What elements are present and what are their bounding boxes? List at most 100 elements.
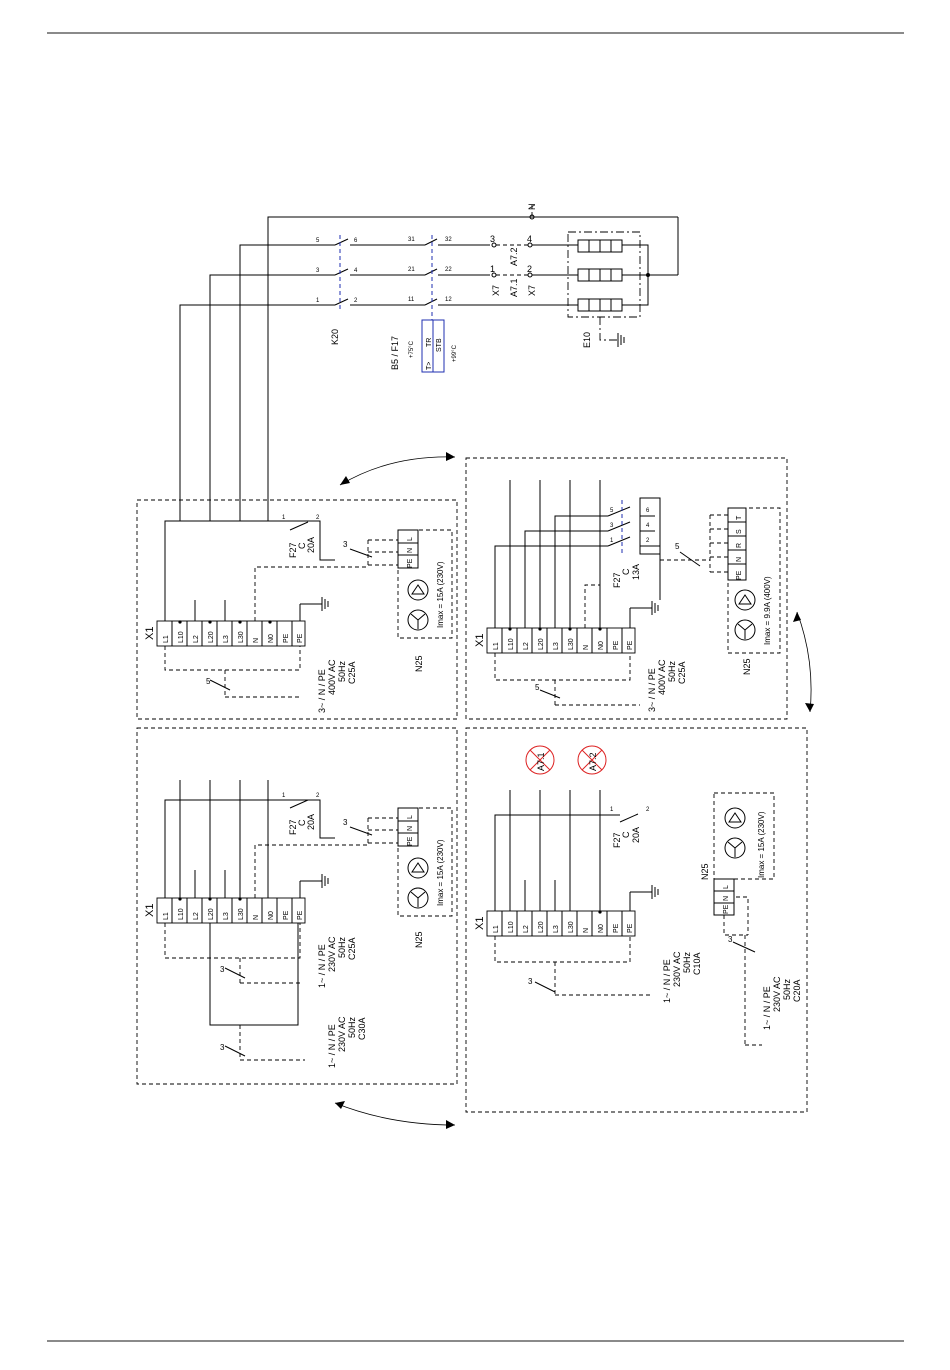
f27-tl-type: C <box>297 542 307 549</box>
supply-bl2-line3: 50Hz <box>347 1016 357 1038</box>
f27-tr-label: F27 <box>612 572 622 588</box>
n25-tl-pe: PE <box>407 558 414 568</box>
n25-br-pe: PE <box>723 904 730 914</box>
term-bl-l1: L1 <box>163 912 170 920</box>
term-bl-l2: L2 <box>193 912 200 920</box>
term-br-n0: N0 <box>598 924 605 933</box>
x1-terminal-block-tl: L1 L10 L2 L20 L3 L30 N N0 PE PE X1 <box>144 620 306 647</box>
term-tr-n0: N0 <box>598 641 605 650</box>
k20-label: K20 <box>330 329 340 345</box>
n25-tr-n: N <box>736 557 743 562</box>
b5-f17-label: B5 / F17 <box>390 336 400 370</box>
term-bl-l20: L20 <box>208 908 215 920</box>
supply-bl1-line4: C25A <box>347 937 357 960</box>
n25-bl-pe: PE <box>407 836 414 846</box>
supply-br1-line1: 1~ / N / PE <box>662 959 672 1003</box>
supply-br2-line3: 50Hz <box>782 978 792 1000</box>
bottom-rule <box>47 1340 904 1342</box>
wire-bl-3b: 3 <box>220 965 225 974</box>
supply-tr-line1: 3~ / N / PE <box>647 668 657 712</box>
x1-label-tr: X1 <box>474 634 486 647</box>
f27-tl-pin-2: 2 <box>316 515 320 521</box>
supply-tl-line1: 3~ / N / PE <box>317 669 327 713</box>
n25-bl-n: N <box>407 826 414 831</box>
x7-pin-4: 4 <box>527 234 532 244</box>
term-tl-l30: L30 <box>238 631 245 643</box>
supply-br1-line4: C10A <box>692 952 702 975</box>
f27-tr-pin-1: 1 <box>610 538 614 544</box>
k20-pin-4: 4 <box>354 268 358 274</box>
term-tl-l20: L20 <box>208 631 215 643</box>
term-bl-l30: L30 <box>238 908 245 920</box>
term-br-pe1: PE <box>613 923 620 933</box>
term-br-l3: L3 <box>553 925 560 933</box>
panel-top-left: L1 L10 L2 L20 L3 L30 N N0 PE PE X1 5 F27… <box>136 499 458 720</box>
n25-tl-n: N <box>407 548 414 553</box>
panel-tr-frame <box>465 457 788 720</box>
term-tl-l1: L1 <box>163 635 170 643</box>
term-br-l20: L20 <box>538 921 545 933</box>
supply-bl2-line4: C30A <box>357 1017 367 1040</box>
term-tr-l30: L30 <box>568 638 575 650</box>
tsym-label: T> <box>426 362 433 370</box>
n25-tr-label: N25 <box>742 658 752 675</box>
temp-99-label: +99°C <box>452 344 458 362</box>
f27-tr-type: C <box>621 568 631 575</box>
k20-pin-5: 5 <box>316 238 320 244</box>
k20-pin-3: 3 <box>316 268 320 274</box>
supply-bl1-line3: 50Hz <box>337 936 347 958</box>
supply-bl1-line2: 230V AC <box>327 936 337 972</box>
n25-bl-label: N25 <box>414 931 424 948</box>
f27-tl-pin-1: 1 <box>282 515 286 521</box>
f17-pin-21: 21 <box>408 267 415 273</box>
term-tl-l2: L2 <box>193 635 200 643</box>
x7-pin-1: 1 <box>490 264 495 274</box>
supply-br1-line3: 50Hz <box>682 951 692 973</box>
top-circuit: 1 2 3 4 5 6 K20 11 12 21 22 31 32 TR S <box>179 204 679 521</box>
f17-pin-32: 32 <box>445 237 452 243</box>
supply-br2-line1: 1~ / N / PE <box>762 986 772 1030</box>
f27-br-pin-1: 1 <box>610 807 614 813</box>
term-br-n: N <box>583 928 590 933</box>
k20-pin-1: 1 <box>316 298 320 304</box>
crossed-a71: A7.1 <box>525 745 555 775</box>
n25-br-l: L <box>723 885 730 889</box>
supply-tr-line3: 50Hz <box>667 660 677 682</box>
supply-bl2-line2: 230V AC <box>337 1016 347 1052</box>
term-tr-l3: L3 <box>553 642 560 650</box>
x1-label-br: X1 <box>474 917 486 930</box>
f27-tr-pin-4: 4 <box>646 523 650 529</box>
f17-pin-11: 11 <box>408 297 415 303</box>
n25-br: L N PE 3 Imax = 15A (230V) N25 <box>700 792 775 1046</box>
x7-pin-2: 2 <box>527 264 532 274</box>
swap-arrow-right <box>796 611 812 713</box>
term-tr-l10: L10 <box>508 638 515 650</box>
crossed-a72-label: A7.2 <box>588 752 598 771</box>
wire-tr-5b: 5 <box>675 542 680 551</box>
stb-label: STB <box>436 338 443 352</box>
wire-tl-5: 5 <box>206 677 211 686</box>
term-br-l1: L1 <box>493 925 500 933</box>
x7-pin-3: 3 <box>490 234 495 244</box>
top-rule <box>47 32 904 34</box>
term-tr-l2: L2 <box>523 642 530 650</box>
n25-tr-s: S <box>736 529 743 534</box>
term-br-pe2: PE <box>627 923 634 933</box>
k20-pin-2: 2 <box>354 298 358 304</box>
crossed-a72: A7.2 <box>577 745 607 775</box>
term-bl-n: N <box>253 915 260 920</box>
f27-br-label: F27 <box>612 832 622 848</box>
term-tr-pe1: PE <box>613 640 620 650</box>
term-br-l10: L10 <box>508 921 515 933</box>
n25-br-n: N <box>723 896 730 901</box>
panel-top-right: L1 L10 L2 L20 L3 L30 N N0 PE PE X1 5 6 3… <box>465 457 788 720</box>
n25-tr: PE N R S T Imax = 9.9A (400V) N25 <box>709 507 781 675</box>
swap-arrow-top <box>339 456 456 486</box>
term-br-l30: L30 <box>568 921 575 933</box>
term-tl-n: N <box>253 638 260 643</box>
heater-e10: E10 <box>567 217 679 348</box>
k20-pin-6: 6 <box>354 238 358 244</box>
x1-terminal-block-bl: L1 L10 L2 L20 L3 L30 N N0 PE PE X1 <box>144 897 306 924</box>
f27-tr-rating: 13A <box>631 564 641 580</box>
f27-bl-pin-2: 2 <box>316 793 320 799</box>
